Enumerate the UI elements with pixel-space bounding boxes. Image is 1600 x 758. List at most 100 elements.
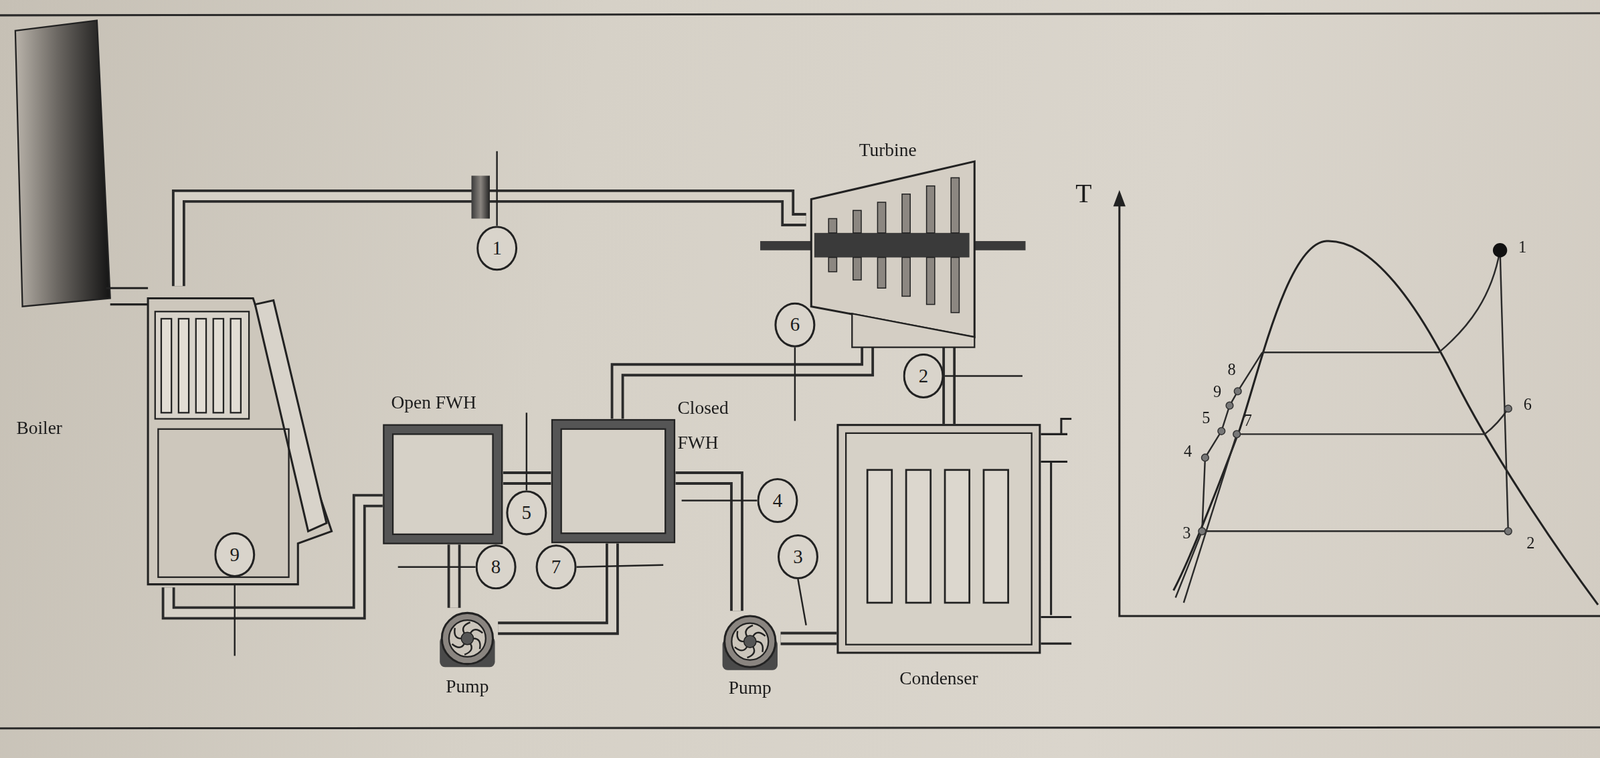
pipe-connector (948, 347, 950, 424)
pump-volute (449, 619, 486, 657)
boiler-tube (213, 318, 224, 413)
leader-line (234, 576, 236, 656)
isobar (1201, 529, 1511, 532)
callout-text: 1 (478, 227, 516, 269)
closed-feedwater-heater: Closed FWH (550, 418, 676, 543)
state-point-label: 8 (1216, 359, 1248, 381)
leader-line (944, 374, 1023, 377)
callout-text: 8 (477, 546, 515, 587)
component-label: Boiler (16, 416, 108, 439)
turbine: Turbine (806, 153, 980, 348)
pipe-bore (780, 633, 838, 642)
callout-number: 1 (476, 225, 518, 271)
tube-bank (155, 311, 249, 419)
state-point-label: 2 (1515, 532, 1546, 554)
pipe-wall (942, 347, 956, 424)
impeller-vane (747, 646, 755, 658)
closed-feedwater-heater-shape (550, 418, 676, 543)
cooling-pipe (1040, 418, 1072, 644)
blade (950, 256, 959, 312)
state-point-label: 5 (1191, 407, 1222, 429)
turbine-casing (811, 161, 975, 337)
condenser-tube (944, 469, 970, 603)
pipe-wall (617, 347, 868, 419)
leader-line (495, 151, 498, 226)
heater-shell (383, 424, 502, 544)
callout-text: 7 (538, 546, 575, 587)
axes (1119, 204, 1600, 616)
pump-casing (441, 612, 493, 664)
state-point (1225, 401, 1234, 409)
boiler-tube (196, 318, 207, 413)
impeller-vane (745, 625, 753, 636)
callout-text: 4 (759, 479, 797, 521)
cooling-water-pipes (1040, 418, 1072, 644)
blade (877, 256, 886, 288)
pipe-connector (675, 477, 737, 611)
callout-number: 4 (756, 477, 798, 523)
pipe-bore (449, 544, 458, 608)
callout-number: 8 (475, 544, 517, 589)
boiler-tube (230, 318, 241, 413)
pipe-wall (780, 631, 838, 646)
pipe-bore (675, 477, 737, 611)
callout-number: 6 (774, 302, 816, 348)
impeller-vane (752, 632, 765, 636)
state-point-label: 1 (1506, 236, 1538, 258)
pump-shape (719, 610, 781, 672)
pump-volute (731, 623, 769, 660)
smoke-stack (15, 20, 111, 307)
boiler-tube (161, 318, 172, 413)
callout-text: 6 (776, 304, 814, 346)
impeller-vane (737, 630, 745, 642)
component-label: Closed FWH (677, 390, 752, 460)
boiler-wall (254, 300, 327, 532)
blade (853, 256, 862, 280)
state-point (1217, 426, 1226, 435)
impeller-vane (470, 629, 483, 633)
callout-number: 5 (505, 489, 547, 535)
valve-band (471, 175, 490, 219)
open-feedwater-heater: Open FWH (382, 423, 504, 545)
pipe-bore (497, 543, 613, 629)
heater-inner (392, 433, 493, 535)
axis-arrow (1113, 190, 1126, 207)
blade (828, 218, 837, 233)
pipe-connector (453, 544, 456, 608)
impeller-vane (756, 641, 763, 652)
state-point (1504, 404, 1512, 413)
impeller-vane (452, 643, 465, 647)
leader-line (794, 347, 796, 421)
frame-line (0, 726, 1600, 729)
callout-number: 9 (214, 531, 255, 577)
pipe-connector (497, 543, 613, 629)
callout-number: 7 (536, 544, 577, 589)
state-point-label: 3 (1171, 522, 1203, 544)
callout-number: 2 (903, 353, 945, 399)
callout-number: 3 (777, 534, 819, 579)
impeller-vane (473, 638, 481, 650)
leader-line (398, 565, 476, 567)
open-feedwater-heater-shape (382, 423, 504, 545)
condenser: Condenser (836, 423, 1041, 654)
impeller-vane (734, 646, 747, 650)
callout-text: 5 (507, 491, 545, 533)
pipe-bore (617, 347, 868, 419)
pump-shape (436, 607, 498, 670)
component-label: Pump (411, 674, 524, 698)
state-point (1198, 527, 1206, 535)
flue-duct (106, 287, 149, 304)
blade (828, 256, 837, 272)
liquid-line (1175, 351, 1263, 597)
pump: Pump (719, 610, 781, 672)
leader-line (576, 564, 664, 567)
blade (902, 256, 911, 296)
pipe-connector (178, 196, 807, 286)
impeller-vane (454, 627, 462, 639)
axis-label: T (1068, 178, 1100, 210)
component-label: Open FWH (357, 390, 511, 414)
leader-line (797, 578, 806, 626)
impeller-hub (461, 631, 474, 644)
state-point-label: 6 (1512, 394, 1544, 415)
pipe-wall (675, 477, 737, 611)
